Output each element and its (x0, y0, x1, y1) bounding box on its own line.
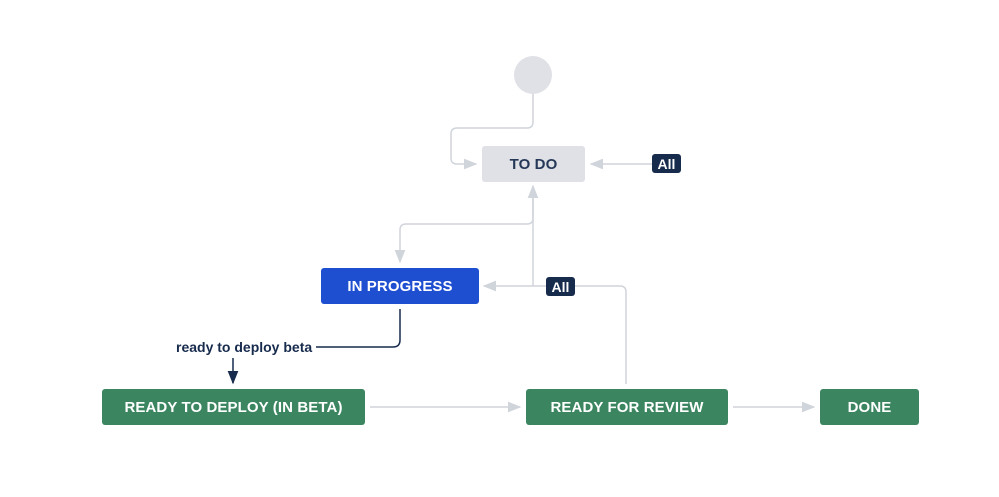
global-transition-badge-todo[interactable]: All (652, 154, 681, 173)
connector-in-progress-to-label (316, 309, 401, 348)
connector-start-to-todo (450, 94, 534, 170)
status-in-progress[interactable]: IN PROGRESS (321, 268, 479, 304)
status-done[interactable]: DONE (820, 389, 919, 425)
start-node[interactable] (514, 56, 552, 94)
status-ready-to-deploy[interactable]: READY TO DEPLOY (IN BETA) (102, 389, 365, 425)
status-ready-for-review[interactable]: READY FOR REVIEW (526, 389, 728, 425)
status-todo[interactable]: TO DO (482, 146, 585, 182)
global-transition-badge-in-progress[interactable]: All (546, 277, 575, 296)
connector-review-to-in-progress (482, 280, 627, 384)
transition-label-ready-to-deploy-beta[interactable]: ready to deploy beta (176, 339, 313, 355)
connector-todo-to-in-progress (394, 190, 534, 264)
